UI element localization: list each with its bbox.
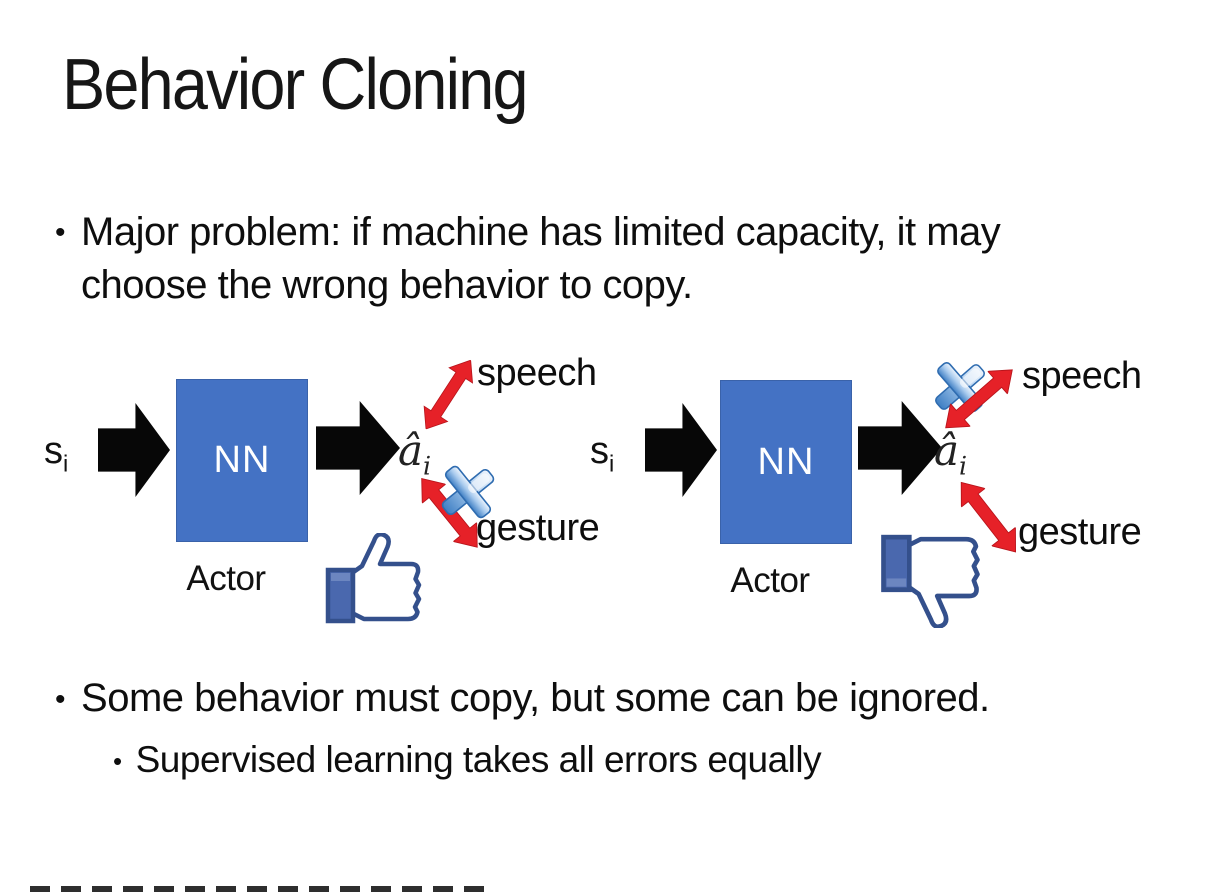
output-action-label: âi bbox=[934, 426, 968, 481]
input-arrow-icon bbox=[645, 403, 717, 497]
page-title: Behavior Cloning bbox=[62, 45, 529, 125]
bullet-marker: • bbox=[55, 683, 66, 716]
bullet-some-behavior: • Some behavior must copy, but some can … bbox=[55, 676, 1175, 721]
nn-label: NN bbox=[757, 440, 815, 483]
speech-label: speech bbox=[477, 352, 597, 394]
bullet-major-problem: • Major problem: if machine has limited … bbox=[55, 206, 1115, 312]
output-action-label: âi bbox=[398, 426, 432, 481]
nn-label: NN bbox=[213, 439, 271, 481]
nn-box: NN bbox=[176, 379, 308, 542]
cross-out-icon bbox=[432, 456, 504, 528]
bullet-text: Major problem: if machine has limited ca… bbox=[81, 210, 1001, 307]
bullet-text: Some behavior must copy, but some can be… bbox=[81, 676, 990, 720]
bullet-supervised-learning: • Supervised learning takes all errors e… bbox=[113, 739, 1133, 781]
bullet-marker: • bbox=[55, 216, 66, 249]
nn-box: NN bbox=[720, 380, 852, 544]
thumbs-down-icon bbox=[876, 533, 986, 628]
cropped-text-strip bbox=[30, 886, 492, 892]
actor-label: Actor bbox=[730, 561, 810, 600]
bullet-text: Supervised learning takes all errors equ… bbox=[135, 739, 822, 780]
speech-double-arrow-icon bbox=[413, 352, 483, 438]
actor-label: Actor bbox=[186, 559, 266, 598]
gesture-label: gesture bbox=[476, 507, 600, 549]
thumbs-up-icon bbox=[320, 533, 428, 625]
input-state-label: si bbox=[590, 430, 615, 477]
gesture-label: gesture bbox=[1018, 511, 1142, 553]
input-arrow-icon bbox=[98, 403, 170, 497]
speech-label: speech bbox=[1022, 355, 1142, 397]
bullet-marker: • bbox=[113, 746, 122, 776]
output-arrow-icon bbox=[316, 401, 400, 495]
input-state-label: si bbox=[44, 430, 69, 477]
